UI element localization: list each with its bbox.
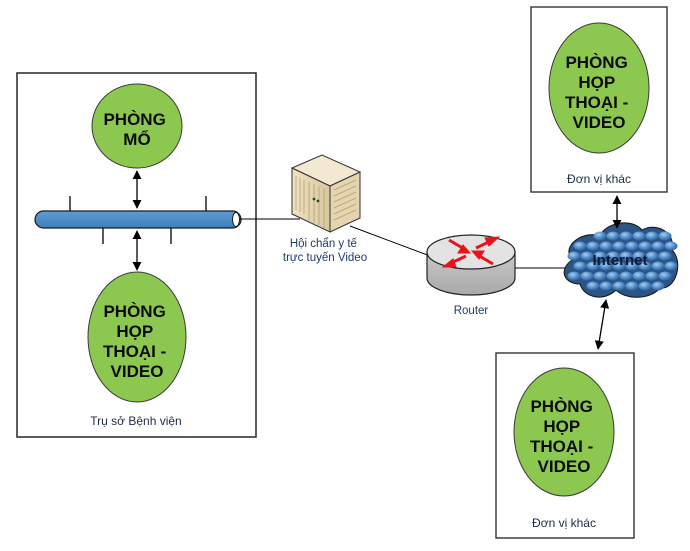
cloud-blob [606, 271, 620, 281]
cloud-blob [619, 231, 633, 241]
cloud-blob [612, 281, 626, 291]
cloud-blob [619, 271, 633, 281]
server-icon [290, 154, 362, 233]
server-caption: Hội chẩn y tế trực tuyến Video [283, 238, 367, 264]
cloud-blob [593, 251, 607, 261]
internet-remote-bottom-link [594, 299, 610, 350]
cloud-blob [567, 251, 581, 261]
hospital-meeting-room-label: PHÒNG HỌP THOẠI - VIDEO [103, 302, 171, 381]
cloud-blob [573, 241, 587, 251]
cloud-blob [632, 271, 646, 281]
remote-top-caption: Đơn vị khác [567, 172, 631, 186]
operating-room-label: PHÒNG MỔ [103, 110, 170, 149]
cloud-blob [632, 231, 646, 241]
cloud-blob [599, 281, 613, 291]
cloud-blob [658, 251, 672, 261]
cloud-blob [645, 231, 659, 241]
cloud-blob [658, 231, 672, 241]
cloud-blob [586, 281, 600, 291]
cloud-blob [638, 241, 652, 251]
cloud-blob [664, 261, 678, 271]
remote-unit-bottom-box: PHÒNG HỌP THOẠI - VIDEO Đơn vị khác [495, 352, 635, 539]
cloud-blob [625, 281, 639, 291]
cloud-blob [638, 261, 652, 271]
hospital-caption: Trụ sở Bệnh viện [90, 414, 181, 428]
cloud-blob [612, 261, 626, 271]
cloud-blob [599, 241, 613, 251]
cloud-blob [651, 281, 665, 291]
operating-room-node: PHÒNG MỔ [91, 83, 183, 169]
cloud-blob [664, 241, 678, 251]
cloud-blob [593, 231, 607, 241]
cloud-blob [599, 261, 613, 271]
cloud-blob [645, 271, 659, 281]
cloud-blob [651, 261, 665, 271]
remote-bottom-meeting-room-label: PHÒNG HỌP THOẠI - VIDEO [530, 397, 598, 476]
cloud-blob [658, 271, 672, 281]
remote-bottom-caption: Đơn vị khác [532, 516, 596, 530]
router-icon [426, 234, 516, 296]
cloud-blob [580, 251, 594, 261]
cloud-blob [619, 251, 633, 261]
cloud-blob [586, 241, 600, 251]
cloud-blob [606, 251, 620, 261]
server-router-link [349, 225, 431, 257]
cloud-blob [573, 261, 587, 271]
lan-bus [34, 196, 242, 244]
cloud-blob [645, 251, 659, 261]
cloud-blob [612, 241, 626, 251]
remote-top-meeting-room-label: PHÒNG HỌP THOẠI - VIDEO [565, 53, 633, 132]
cloud-blob [606, 231, 620, 241]
internet-label: Internet [592, 252, 647, 269]
internet-cloud-icon: Internet [563, 222, 679, 298]
cloud-blob [593, 271, 607, 281]
cloud-blob [567, 271, 581, 281]
cloud-blob [625, 261, 639, 271]
cloud-blob [580, 271, 594, 281]
cloud-blob [625, 241, 639, 251]
router-caption: Router [454, 305, 489, 317]
remote-unit-top-box: PHÒNG HỌP THOẠI - VIDEO Đơn vị khác [530, 6, 668, 193]
cloud-blob [632, 251, 646, 261]
cloud-blob [586, 261, 600, 271]
cloud-blob [651, 241, 665, 251]
cloud-blob [638, 281, 652, 291]
hospital-meeting-room-node: PHÒNG HỌP THOẠI - VIDEO [87, 271, 187, 403]
